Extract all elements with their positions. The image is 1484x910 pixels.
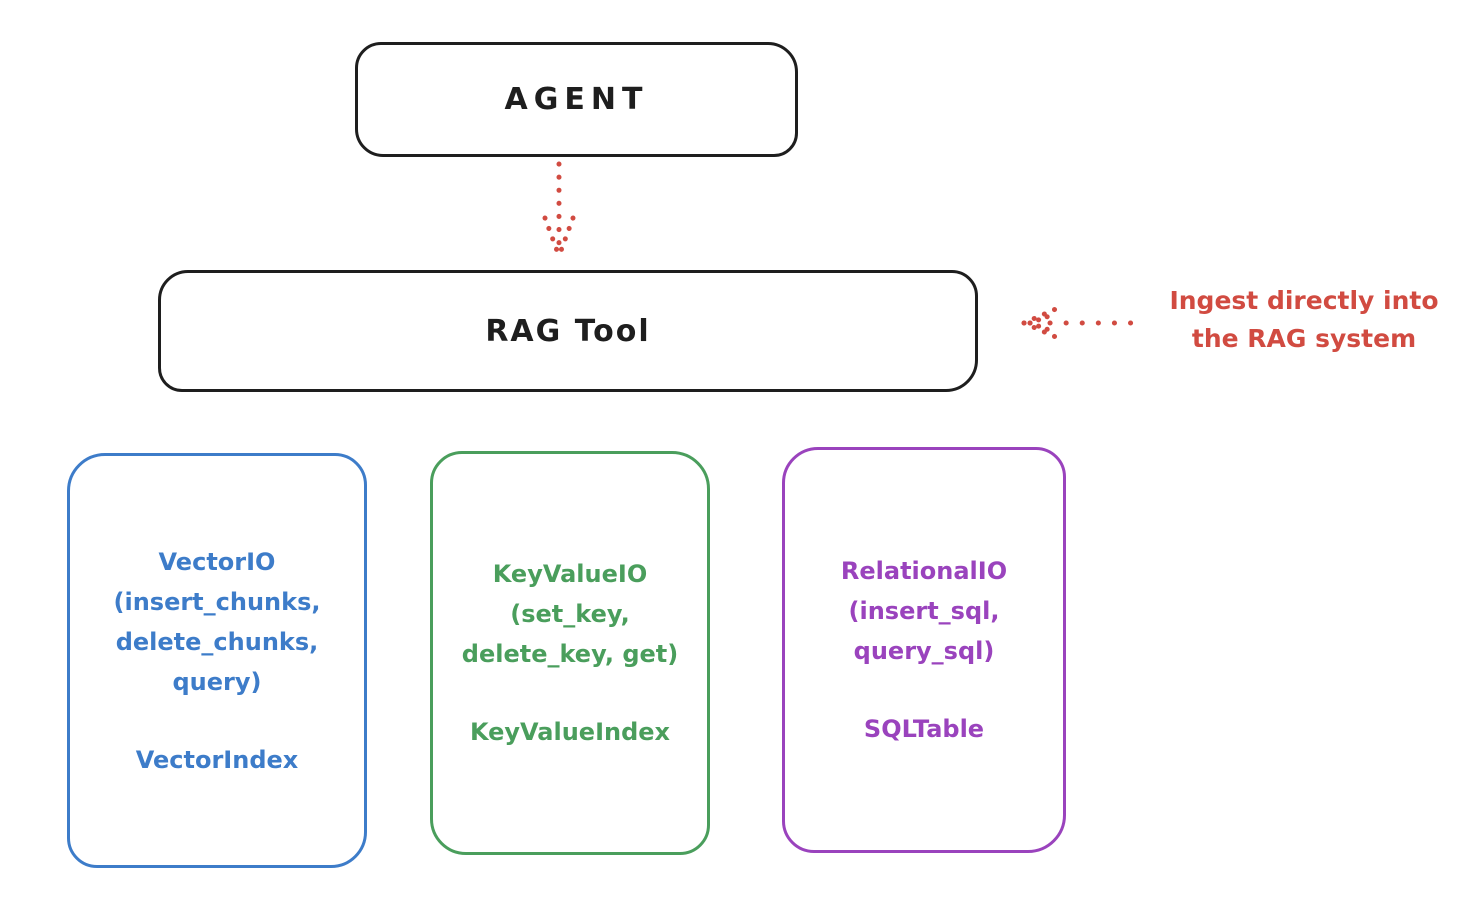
backend-line: query)	[172, 667, 262, 696]
rag-tool-label: RAG Tool	[485, 313, 651, 349]
backend-line: delete_chunks,	[115, 627, 319, 656]
annotation-label: Ingest directly into the RAG system	[1136, 282, 1472, 358]
annotation-line-1: Ingest directly into	[1169, 286, 1439, 315]
agent-node: AGENT	[355, 42, 798, 157]
backend-line: delete_key, get)	[461, 640, 679, 668]
backend-line: KeyValueIO	[492, 560, 648, 588]
backend-lines: RelationalIO (insert_sql, query_sql)	[841, 551, 1007, 671]
backend-index-label: VectorIndex	[135, 745, 299, 774]
backend-line: (set_key,	[510, 600, 630, 628]
backend-line: VectorIO	[158, 547, 276, 576]
vector-io-node: VectorIO (insert_chunks, delete_chunks, …	[67, 453, 367, 868]
backend-line: (insert_chunks,	[113, 587, 321, 616]
backend-line: RelationalIO	[840, 557, 1008, 585]
backend-line: (insert_sql,	[848, 597, 1000, 625]
backend-lines: VectorIO (insert_chunks, delete_chunks, …	[114, 542, 321, 702]
backend-line: query_sql)	[853, 637, 995, 665]
agent-to-ragtool-arrow-icon	[542, 161, 576, 259]
rag-tool-node: RAG Tool	[158, 270, 978, 392]
agent-label: AGENT	[504, 82, 649, 117]
keyvalue-io-node: KeyValueIO (set_key, delete_key, get) Ke…	[430, 451, 710, 855]
annotation-line-2: the RAG system	[1191, 324, 1417, 353]
relational-io-node: RelationalIO (insert_sql, query_sql) SQL…	[782, 447, 1066, 853]
annotation-arrow-icon	[1021, 305, 1141, 341]
backend-lines: KeyValueIO (set_key, delete_key, get)	[462, 554, 678, 674]
backend-index-label: KeyValueIndex	[469, 718, 671, 746]
backend-index-label: SQLTable	[863, 715, 985, 743]
